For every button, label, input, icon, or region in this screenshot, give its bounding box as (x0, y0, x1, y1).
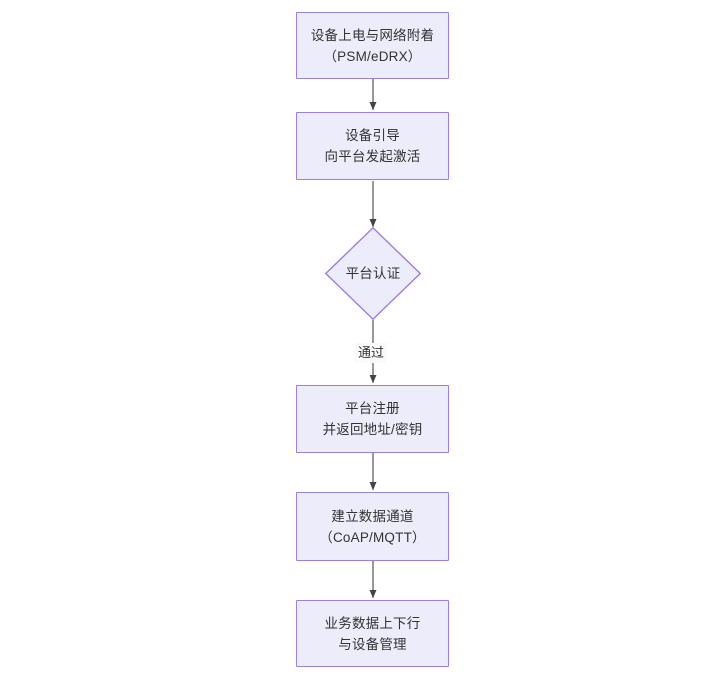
node-platform-register-label: 平台注册 并返回地址/密钥 (322, 401, 423, 437)
node-business-data-label: 业务数据上下行 与设备管理 (324, 615, 421, 652)
node-device-power-on-label: 设备上电与网络附着 （PSM/eDRX） (310, 27, 435, 64)
node-platform-auth[interactable]: 平台认证 (325, 227, 421, 320)
edge-label-pass: 通过 (355, 343, 388, 363)
node-device-power-on[interactable]: 设备上电与网络附着 （PSM/eDRX） (296, 12, 449, 79)
node-business-data[interactable]: 业务数据上下行 与设备管理 (296, 600, 449, 667)
node-establish-data-channel-label: 建立数据通道 （CoAP/MQTT） (319, 508, 426, 545)
node-establish-data-channel[interactable]: 建立数据通道 （CoAP/MQTT） (296, 492, 449, 561)
node-device-bootstrap-label: 设备引导 向平台发起激活 (324, 128, 421, 164)
node-platform-auth-label: 平台认证 (345, 266, 401, 281)
edge-label-pass-text: 通过 (358, 345, 385, 360)
diamond-shape-icon (325, 227, 421, 320)
node-device-bootstrap[interactable]: 设备引导 向平台发起激活 (296, 112, 449, 180)
node-platform-register[interactable]: 平台注册 并返回地址/密钥 (296, 385, 449, 453)
